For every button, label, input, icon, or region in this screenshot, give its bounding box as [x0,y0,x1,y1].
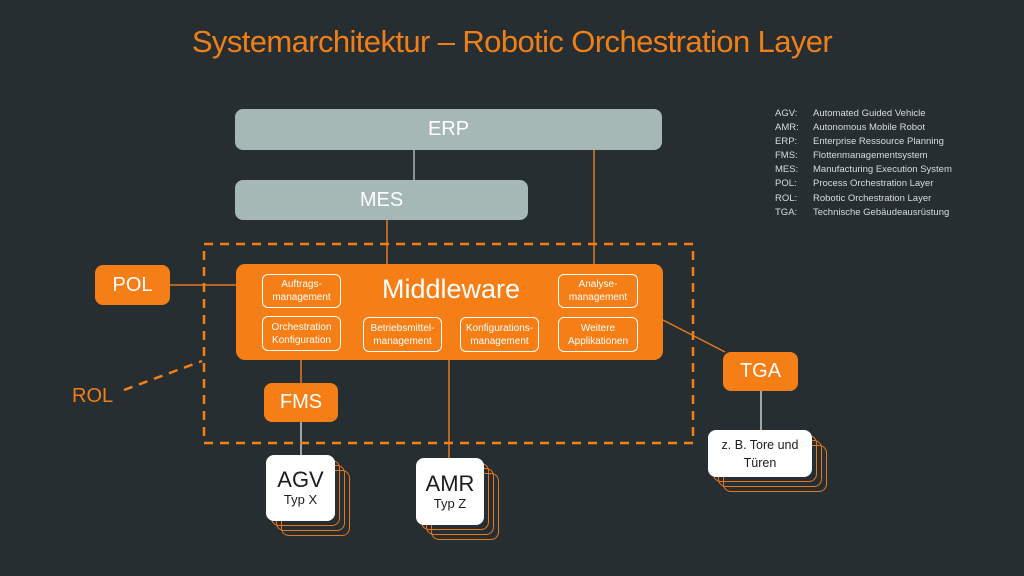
module-orchestration-konfiguration: Orchestration Konfiguration [262,316,341,351]
mes-box: MES [235,180,528,220]
legend-item: FMS: Flottenmanagementsystem [775,149,952,163]
middleware-box: Middleware Auftrags- management Analyse-… [236,264,663,360]
module-auftragsmanagement: Auftrags- management [262,274,341,308]
abbreviation-legend: AGV: Automated Guided Vehicle AMR: Autonom… [775,107,952,220]
rol-pointer [123,359,203,392]
amr-subtitle: Typ Z [433,495,467,511]
module-konfigurationsmanagement: Konfigurations- management [460,317,539,352]
tga-devices-card: z. B. Tore und Türen [708,430,812,477]
module-weitere-applikationen: Weitere Applikationen [558,317,638,352]
rol-label: ROL [72,385,114,407]
amr-title: AMR [425,470,475,496]
legend-abbr: AMR: [775,122,799,134]
module-analysemanagement: Analyse- management [558,274,638,308]
legend-abbr: TGA: [775,206,798,218]
legend-abbr: POL: [775,178,797,190]
legend-text: Flottenmanagementsystem [813,150,928,162]
legend-text: Autonomous Mobile Robot [813,122,925,134]
legend-item: ERP: Enterprise Ressource Planning [775,135,952,149]
legend-text: Robotic Orchestration Layer [813,192,932,204]
middleware-title: Middleware [381,274,521,304]
rol-boundary [202,242,695,445]
fms-box: FMS [264,383,338,422]
pol-box: POL [95,265,170,305]
legend-item: MES: Manufacturing Execution System [775,163,952,177]
legend-abbr: MES: [775,164,799,176]
legend-item: POL: Process Orchestration Layer [775,177,952,191]
legend-text: Enterprise Ressource Planning [813,136,944,148]
legend-item: ROL: Robotic Orchestration Layer [775,192,952,206]
legend-text: Technische Gebäudeausrüstung [813,206,950,218]
legend-item: AGV: Automated Guided Vehicle [775,107,952,121]
legend-abbr: ERP: [775,136,798,148]
pol-label: POL [112,273,153,296]
legend-item: AMR: Autonomous Mobile Robot [775,121,952,135]
tga-devices-label: z. B. Tore und Türen [721,437,799,470]
legend-text: Manufacturing Execution System [813,164,952,176]
legend-abbr: AGV: [775,108,798,119]
module-betriebsmittelmanagement: Betriebsmittel- management [363,317,442,352]
amr-card: AMR Typ Z [416,458,484,525]
mes-label: MES [359,188,404,211]
agv-card: AGV Typ X [266,455,335,521]
fms-label: FMS [279,391,323,413]
legend-item: TGA: Technische Gebäudeausrüstung [775,206,952,220]
erp-label: ERP [427,118,470,140]
legend-text: Automated Guided Vehicle [813,108,926,119]
legend-text: Process Orchestration Layer [813,178,934,190]
legend-abbr: ROL: [775,192,798,204]
agv-title: AGV [277,467,324,492]
tga-box: TGA [723,352,798,391]
diagram-title: Systemarchitektur – Robotic Orchestratio… [191,24,833,59]
tga-label: TGA [739,360,782,382]
erp-box: ERP [235,109,662,150]
legend-abbr: FMS: [775,150,798,162]
agv-subtitle: Typ X [283,492,318,507]
